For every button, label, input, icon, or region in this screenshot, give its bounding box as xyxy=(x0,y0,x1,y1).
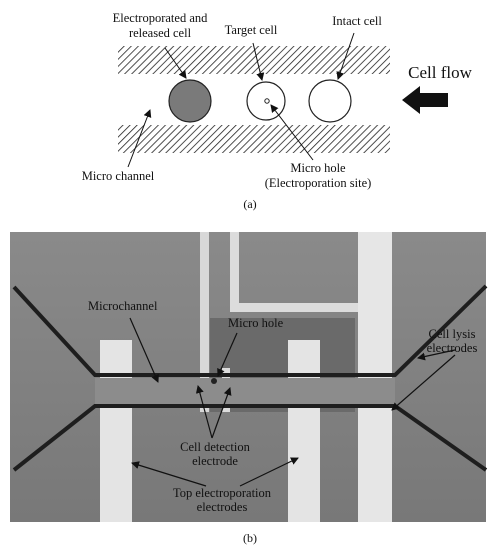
micro-hole-dot xyxy=(264,98,270,104)
label-lysis-1: Cell lysis xyxy=(429,327,476,341)
label-microchannel: Microchannel xyxy=(88,299,158,313)
leader-micro-channel xyxy=(127,109,152,168)
label-detect-2: electrode xyxy=(192,454,238,468)
leader-target xyxy=(252,42,265,81)
label-intact-cell: Intact cell xyxy=(332,14,382,28)
electrode-detect-top xyxy=(230,232,239,312)
channel-top-edge xyxy=(12,284,488,377)
intact-cell xyxy=(308,79,352,123)
label-detect-1: Cell detection xyxy=(180,440,251,454)
caption-a: (a) xyxy=(243,197,256,211)
arrow-detect-2 xyxy=(211,387,232,439)
label-electroporated-1: Electroporated and xyxy=(113,11,208,25)
photo-micro-hole xyxy=(211,378,217,384)
leader-intact xyxy=(336,32,355,80)
arrow-micro-hole xyxy=(217,332,238,377)
label-micro-hole-1: Micro hole xyxy=(290,161,346,175)
released-cell xyxy=(168,79,212,123)
arrow-top-elec-1 xyxy=(131,461,207,487)
channel-top-wall xyxy=(118,46,390,74)
electrode-center-vertical xyxy=(200,232,209,412)
electrode-left-pad xyxy=(100,340,132,522)
label-electroporated-2: released cell xyxy=(129,26,192,40)
arrow-detect-1 xyxy=(195,385,213,439)
arrow-lysis-2 xyxy=(391,354,456,411)
label-cell-flow: Cell flow xyxy=(408,63,472,82)
label-target-cell: Target cell xyxy=(225,23,278,37)
channel-bottom-wall xyxy=(118,125,390,153)
electrode-right-pad xyxy=(288,340,320,522)
cell-flow-arrow xyxy=(402,86,448,114)
electrode-detect-horizontal xyxy=(230,303,358,312)
leader-electroporated xyxy=(164,47,187,79)
microchannel-lumen xyxy=(95,378,395,404)
caption-b: (b) xyxy=(243,531,257,545)
label-micro-channel: Micro channel xyxy=(82,169,155,183)
leader-micro-hole xyxy=(270,104,314,161)
label-top-elec-2: electrodes xyxy=(197,500,248,514)
panel-b: Microchannel Micro hole Cell lysis elect… xyxy=(10,232,488,545)
arrow-lysis-1 xyxy=(417,349,456,361)
label-micro-hole-2: (Electroporation site) xyxy=(265,176,372,190)
arrow-top-elec-2 xyxy=(239,457,299,487)
label-lysis-2: electrodes xyxy=(427,341,478,355)
channel-bottom-edge xyxy=(12,404,488,472)
label-top-elec-1: Top electroporation xyxy=(173,486,272,500)
label-photo-micro-hole: Micro hole xyxy=(228,316,284,330)
arrow-microchannel xyxy=(129,317,159,383)
panel-a: Electroporated and released cell Target … xyxy=(82,11,473,211)
